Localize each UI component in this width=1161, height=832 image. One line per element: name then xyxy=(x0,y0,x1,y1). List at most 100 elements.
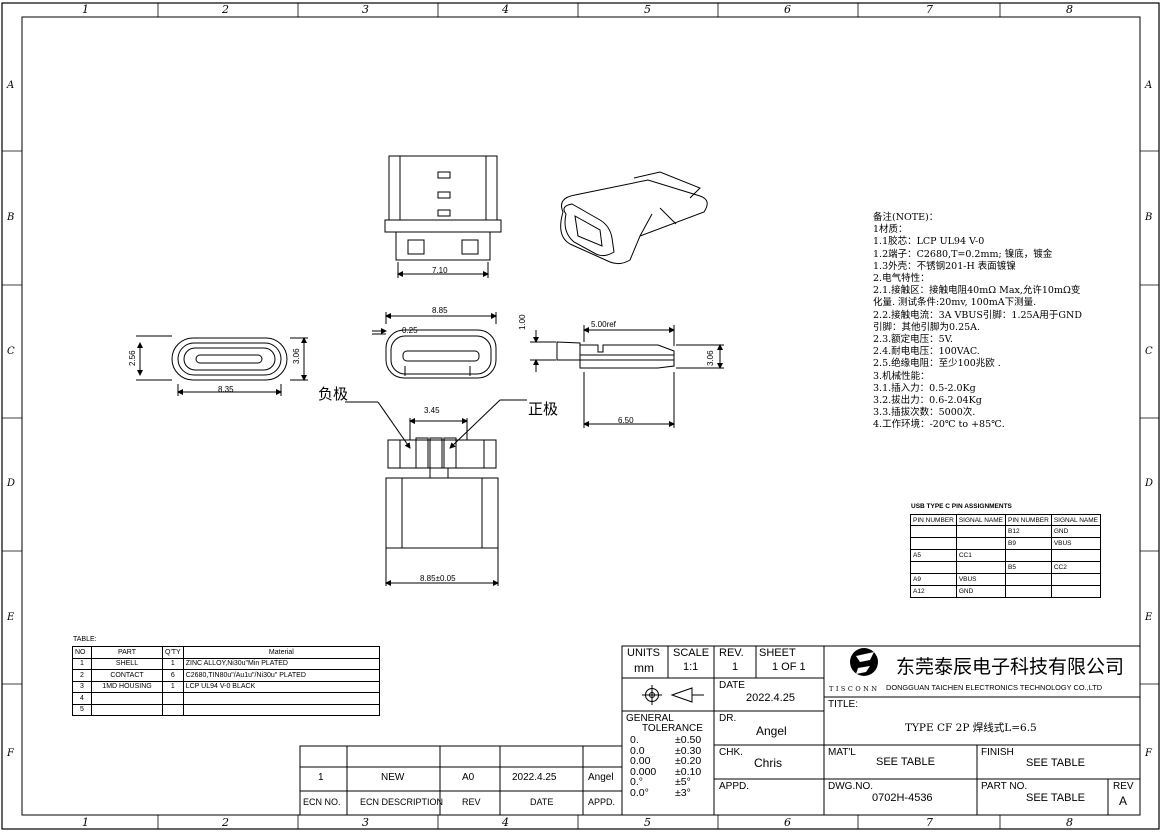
zone-col-8: 8 xyxy=(1066,3,1073,16)
pin-cell: VBUS xyxy=(955,573,1007,586)
note-line: 化量. 测试条件:20mv, 100mA下测量. xyxy=(873,297,1037,309)
pin-header: PIN NUMBER xyxy=(1005,514,1052,526)
part-no-label: PART NO. xyxy=(981,781,1028,792)
parts-cell: 4 xyxy=(72,692,92,705)
note-line: 3.机械性能： xyxy=(873,370,930,382)
pin-cell: CC2 xyxy=(1050,561,1102,574)
zone-row-c-right: C xyxy=(1145,346,1153,357)
units-value: mm xyxy=(634,661,654,675)
pin-header: PIN NUMBER xyxy=(910,514,957,526)
pin-cell xyxy=(955,525,1007,538)
table-row: PIN NUMBER SIGNAL NAME PIN NUMBER SIGNAL… xyxy=(910,514,1102,526)
zone-col-8-bottom: 8 xyxy=(1066,816,1073,829)
pin-cell: B9 xyxy=(1005,537,1052,550)
parts-cell: LCP UL94 V-0 BLACK xyxy=(182,680,381,693)
note-line: 1.1胶芯：LCP UL94 V-0 xyxy=(873,236,985,248)
pin xyxy=(437,171,451,179)
tolerance-label-2: TOLERANCE xyxy=(642,723,703,734)
zone-row-d: D xyxy=(7,478,16,489)
zone-col-4-bottom: 4 xyxy=(502,816,509,829)
notes-block: 备注(NOTE)： 1材质： 1.1胶芯：LCP UL94 V-0 1.2端子：… xyxy=(873,212,1082,432)
parts-cell: CONTACT xyxy=(91,669,163,682)
rev-header-appd: APPD. xyxy=(588,797,616,807)
parts-header: Q'TY xyxy=(162,646,184,659)
table-row: B5 CC2 xyxy=(910,561,1102,574)
note-line: 3.1.插入力：0.5-2.0Kg xyxy=(873,382,976,394)
chk-value: Chris xyxy=(754,756,783,770)
parts-cell: C2680,TIN80u"/Au1u"/Ni30u" PLATED xyxy=(182,669,381,682)
table-row: 1 SHELL 1 ZINC ALLOY,Ni30u"Min PLATED xyxy=(72,657,381,670)
rev-ecn-no: 1 xyxy=(318,772,324,783)
dwg-no-label: DWG.NO. xyxy=(828,781,873,792)
parts-cell: ZINC ALLOY,Ni30u"Min PLATED xyxy=(182,657,381,670)
pin-cell: GND xyxy=(955,585,1007,598)
dim-8-35: 8.35 xyxy=(218,385,234,394)
zone-col-3-bottom: 3 xyxy=(362,816,369,829)
pin-table-title: USB TYPE C PIN ASSIGNMENTS xyxy=(911,503,1012,510)
zone-row-f: F xyxy=(7,748,14,759)
top-view xyxy=(384,155,502,278)
dim-3-45: 3.45 xyxy=(424,406,440,415)
note-line: 1材质： xyxy=(873,224,908,236)
dim-0-25: 0.25 xyxy=(402,326,418,335)
tolerance-value: ±0.50 xyxy=(675,734,702,746)
tolerance-precision: 0.0° xyxy=(630,786,649,799)
tolerance-precision: 0.000 xyxy=(630,765,657,778)
pin-cell: B5 xyxy=(1005,561,1052,574)
parts-cell: 1 xyxy=(162,680,184,693)
parts-cell: 1MD HOUSING xyxy=(91,680,163,693)
table-row: 4 xyxy=(72,692,381,705)
rev-rev: A0 xyxy=(462,772,475,783)
parts-cell xyxy=(91,703,163,716)
zone-col-7: 7 xyxy=(926,3,933,16)
finish-label: FINISH xyxy=(981,747,1014,758)
note-line: 2.电气特性： xyxy=(873,273,930,285)
dwg-no-value: 0702H-4536 xyxy=(872,792,933,804)
pin-header: SIGNAL NAME xyxy=(955,514,1007,526)
title-block-lines xyxy=(299,645,1141,816)
zone-row-e: E xyxy=(7,612,15,623)
pin-cell: A9 xyxy=(910,573,957,586)
table-row: B9 VBUS xyxy=(910,537,1102,550)
parts-cell xyxy=(162,692,184,705)
pin-cell xyxy=(1005,573,1052,586)
tolerance-precision: 0. xyxy=(630,734,639,746)
dim-7-10: 7.10 xyxy=(432,266,448,275)
pin xyxy=(437,209,451,217)
tolerance-value: ±0.10 xyxy=(675,765,702,778)
tolerance-row: 0.00±0.20 xyxy=(630,756,701,767)
rev-date: 2022.4.25 xyxy=(512,772,557,783)
company-name-en: DONGGUAN TAICHEN ELECTRONICS TECHNOLOGY … xyxy=(886,683,1103,692)
zone-row-a-right: A xyxy=(1145,80,1153,91)
drawing-title: TYPE CF 2P 焊线式L=6.5 xyxy=(905,722,1037,734)
pin-cell: GND xyxy=(1050,525,1102,538)
rev-description: NEW xyxy=(381,772,405,783)
parts-header: NO xyxy=(72,646,92,659)
rev-header-date: DATE xyxy=(530,797,554,807)
rev-value: 1 xyxy=(732,661,739,673)
table-row: A12 GND xyxy=(910,585,1102,598)
finish-value: SEE TABLE xyxy=(1026,757,1085,769)
note-line: 1.3外壳：不锈钢201-H 表面镀镍 xyxy=(873,260,1016,272)
parts-table-title: TABLE: xyxy=(73,636,97,643)
table-row: A9 VBUS xyxy=(910,573,1102,586)
table-row: 3 1MD HOUSING 1 LCP UL94 V-0 BLACK xyxy=(72,680,381,693)
negative-label: 负极 xyxy=(318,385,349,403)
zone-col-5-bottom: 5 xyxy=(644,816,651,829)
brand-name: TISCONN xyxy=(829,685,880,693)
parts-cell: 3 xyxy=(72,680,92,693)
pin-cell: A5 xyxy=(910,549,957,562)
parts-table: NO PART Q'TY Material 1 SHELL 1 ZINC ALL… xyxy=(72,646,381,716)
zone-row-a: A xyxy=(7,80,15,91)
rev-b-value: A xyxy=(1119,794,1128,808)
tolerance-value: ±3° xyxy=(675,786,691,799)
dim-5-00ref: 5.00ref xyxy=(591,320,616,329)
table-row: A5 CC1 xyxy=(910,549,1102,562)
zone-col-6: 6 xyxy=(784,3,791,16)
rev-b-label: REV xyxy=(1113,781,1134,792)
parts-cell xyxy=(162,703,184,716)
parts-cell xyxy=(182,692,381,705)
zone-row-e-right: E xyxy=(1145,612,1153,623)
note-line: 引脚：其他引脚为0.25A. xyxy=(873,321,981,333)
parts-cell xyxy=(91,692,163,705)
